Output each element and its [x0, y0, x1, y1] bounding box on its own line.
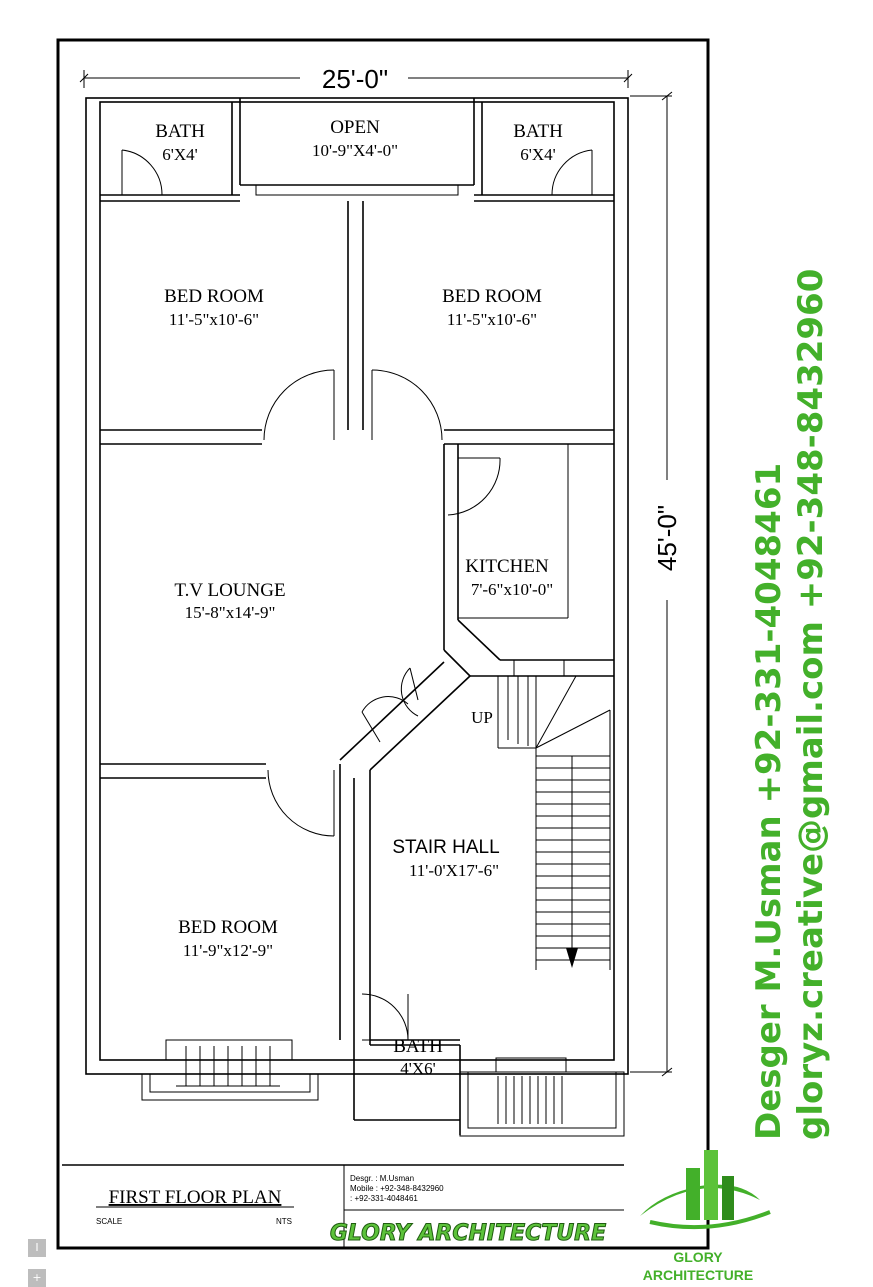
kitchen-size: 7'-6"x10'-0" [471, 580, 553, 599]
bed-right-size: 11'-5"x10'-6" [447, 310, 537, 329]
bed-bottom-label: BED ROOM [178, 917, 278, 938]
depth-dimension: 45'-0" [630, 91, 682, 1077]
bed-right-label: BED ROOM [442, 286, 542, 307]
bath-bottom-size: 4'X6' [400, 1059, 435, 1078]
lounge-size: 15'-8"x14'-9" [185, 603, 276, 622]
width-dimension-text: 25'-0" [322, 64, 388, 94]
bath-left-size: 6'X4' [162, 145, 197, 164]
designer-line: Desgr. : M.Usman [350, 1174, 414, 1183]
scale-label: SCALE [96, 1217, 122, 1226]
mobile-line-2: : +92-331-4048461 [350, 1194, 418, 1203]
title-block-title: FIRST FLOOR PLAN [109, 1187, 282, 1208]
width-dimension: 25'-0" [79, 64, 633, 94]
next-page-button[interactable]: + [28, 1269, 46, 1287]
stair-hall-label: STAIR HALL [392, 837, 499, 858]
bath-bottom-label: BATH [393, 1036, 443, 1057]
side-contact-line-2: gloryz.creative@gmail.com +92-348-843296… [791, 269, 831, 1140]
bed-left-size: 11'-5"x10'-6" [169, 310, 259, 329]
bath-right-label: BATH [513, 121, 563, 142]
mobile-line-1: Mobile : +92-348-8432960 [350, 1184, 444, 1193]
bath-right-size: 6'X4' [520, 145, 555, 164]
stair-hall-size: 11'-0'X17'-6" [409, 861, 499, 880]
scale-value: NTS [276, 1217, 292, 1226]
stair-up-label: UP [471, 708, 493, 727]
depth-dimension-text: 45'-0" [652, 505, 682, 571]
side-contact-line-1: Desger M.Usman +92-331-4048461 [749, 463, 789, 1140]
logo-line-1: GLORY [673, 1249, 723, 1265]
bed-left-label: BED ROOM [164, 286, 264, 307]
prev-page-button[interactable]: I [28, 1239, 46, 1257]
open-size: 10'-9"X4'-0" [312, 141, 398, 160]
kitchen-label: KITCHEN [465, 556, 549, 577]
logo-icon: GLORY ARCHITECTURE [640, 1150, 771, 1283]
open-label: OPEN [330, 117, 380, 138]
bed-bottom-size: 11'-9"x12'-9" [183, 941, 273, 960]
title-block-banner: GLORY ARCHITECTURE [330, 1221, 606, 1246]
bath-left-label: BATH [155, 121, 205, 142]
walls [85, 97, 629, 1137]
sheet-border [56, 38, 710, 1250]
title-block: FIRST FLOOR PLAN SCALE NTS Desgr. : M.Us… [62, 1164, 624, 1248]
lounge-label: T.V LOUNGE [174, 580, 285, 601]
logo-line-2: ARCHITECTURE [643, 1267, 753, 1283]
